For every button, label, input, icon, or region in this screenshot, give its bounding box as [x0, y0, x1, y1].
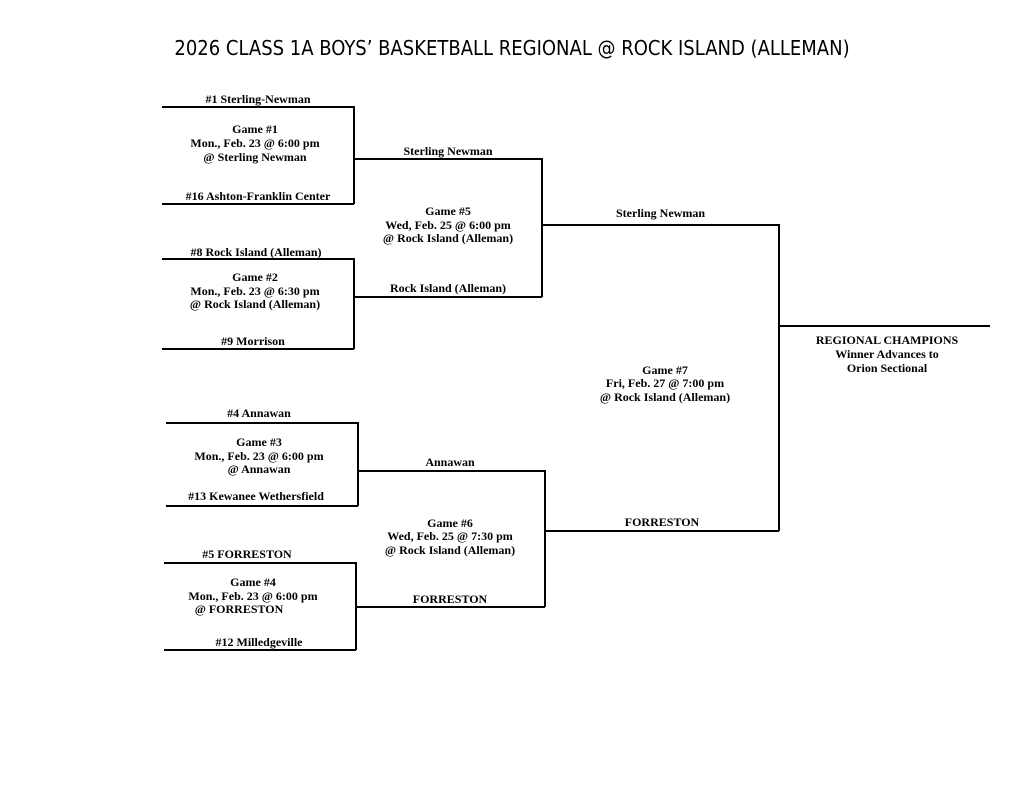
bracket-line — [355, 562, 357, 650]
game-1-date: Mon., Feb. 23 @ 6:00 pm — [190, 136, 320, 150]
game-3-name: Game #3 — [236, 435, 282, 449]
bracket-line — [541, 158, 543, 297]
bracket-line — [353, 106, 355, 204]
bracket-line — [164, 649, 356, 651]
game-3-site: @ Annawan — [227, 462, 291, 476]
bracket-line — [357, 422, 359, 506]
seed-label-8: #8 Rock Island (Alleman) — [190, 245, 322, 259]
bracket-line — [544, 470, 546, 607]
bracket-line — [356, 606, 545, 608]
bracket-line — [778, 325, 990, 327]
game-4-name: Game #4 — [230, 575, 276, 589]
game-5-date: Wed, Feb. 25 @ 6:00 pm — [385, 218, 511, 232]
bracket-line — [162, 348, 354, 350]
winner-game-1: Sterling Newman — [403, 144, 493, 158]
game-7-name: Game #7 — [642, 363, 688, 377]
seed-label-13: #13 Kewanee Wethersfield — [188, 489, 324, 503]
winner-game-6: FORRESTON — [624, 515, 700, 529]
game-4-date: Mon., Feb. 23 @ 6:00 pm — [188, 589, 318, 603]
seed-label-4: #4 Annawan — [227, 406, 291, 420]
bracket-line — [354, 296, 542, 298]
seed-label-16: #16 Ashton-Franklin Center — [185, 189, 331, 203]
game-7-site: @ Rock Island (Alleman) — [599, 390, 731, 404]
bracket-line — [166, 505, 358, 507]
winner-game-5: Sterling Newman — [616, 206, 705, 220]
game-6-name: Game #6 — [427, 516, 473, 530]
game-2-name: Game #2 — [232, 270, 278, 284]
bracket-line — [164, 562, 356, 564]
game-5-site: @ Rock Island (Alleman) — [382, 231, 514, 245]
seed-label-5: #5 FORRESTON — [202, 547, 292, 561]
seed-label-1: #1 Sterling-Newman — [205, 92, 311, 106]
winner-game-4: FORRESTON — [412, 592, 488, 606]
game-4-site: @ FORRESTON — [194, 602, 284, 616]
game-2-date: Mon., Feb. 23 @ 6:30 pm — [190, 284, 320, 298]
bracket-line — [354, 158, 542, 160]
game-2-site: @ Rock Island (Alleman) — [189, 297, 321, 311]
bracket-line — [778, 224, 780, 531]
seed-label-9: #9 Morrison — [221, 334, 285, 348]
champion-title: REGIONAL CHAMPIONS — [815, 333, 959, 347]
game-3-date: Mon., Feb. 23 @ 6:00 pm — [194, 449, 324, 463]
bracket-line — [545, 530, 779, 532]
bracket-line — [162, 106, 354, 108]
game-1-name: Game #1 — [232, 122, 278, 136]
bracket-line — [162, 258, 354, 260]
champion-sectional: Orion Sectional — [846, 361, 928, 375]
champion-advance: Winner Advances to — [835, 347, 939, 361]
seed-label-12: #12 Milledgeville — [215, 635, 303, 649]
bracket-line — [358, 470, 545, 472]
game-7-date: Fri, Feb. 27 @ 7:00 pm — [605, 376, 725, 390]
game-6-site: @ Rock Island (Alleman) — [384, 543, 516, 557]
bracket-line — [162, 203, 354, 205]
game-1-site: @ Sterling Newman — [203, 150, 307, 164]
bracket-line — [353, 258, 355, 349]
game-6-date: Wed, Feb. 25 @ 7:30 pm — [387, 529, 513, 543]
winner-game-3: Annawan — [425, 455, 475, 469]
bracket-line — [542, 224, 779, 226]
page-title: 2026 CLASS 1A BOYS’ BASKETBALL REGIONAL … — [174, 36, 850, 60]
bracket-line — [166, 422, 358, 424]
winner-game-2: Rock Island (Alleman) — [389, 281, 506, 295]
game-5-name: Game #5 — [425, 204, 471, 218]
